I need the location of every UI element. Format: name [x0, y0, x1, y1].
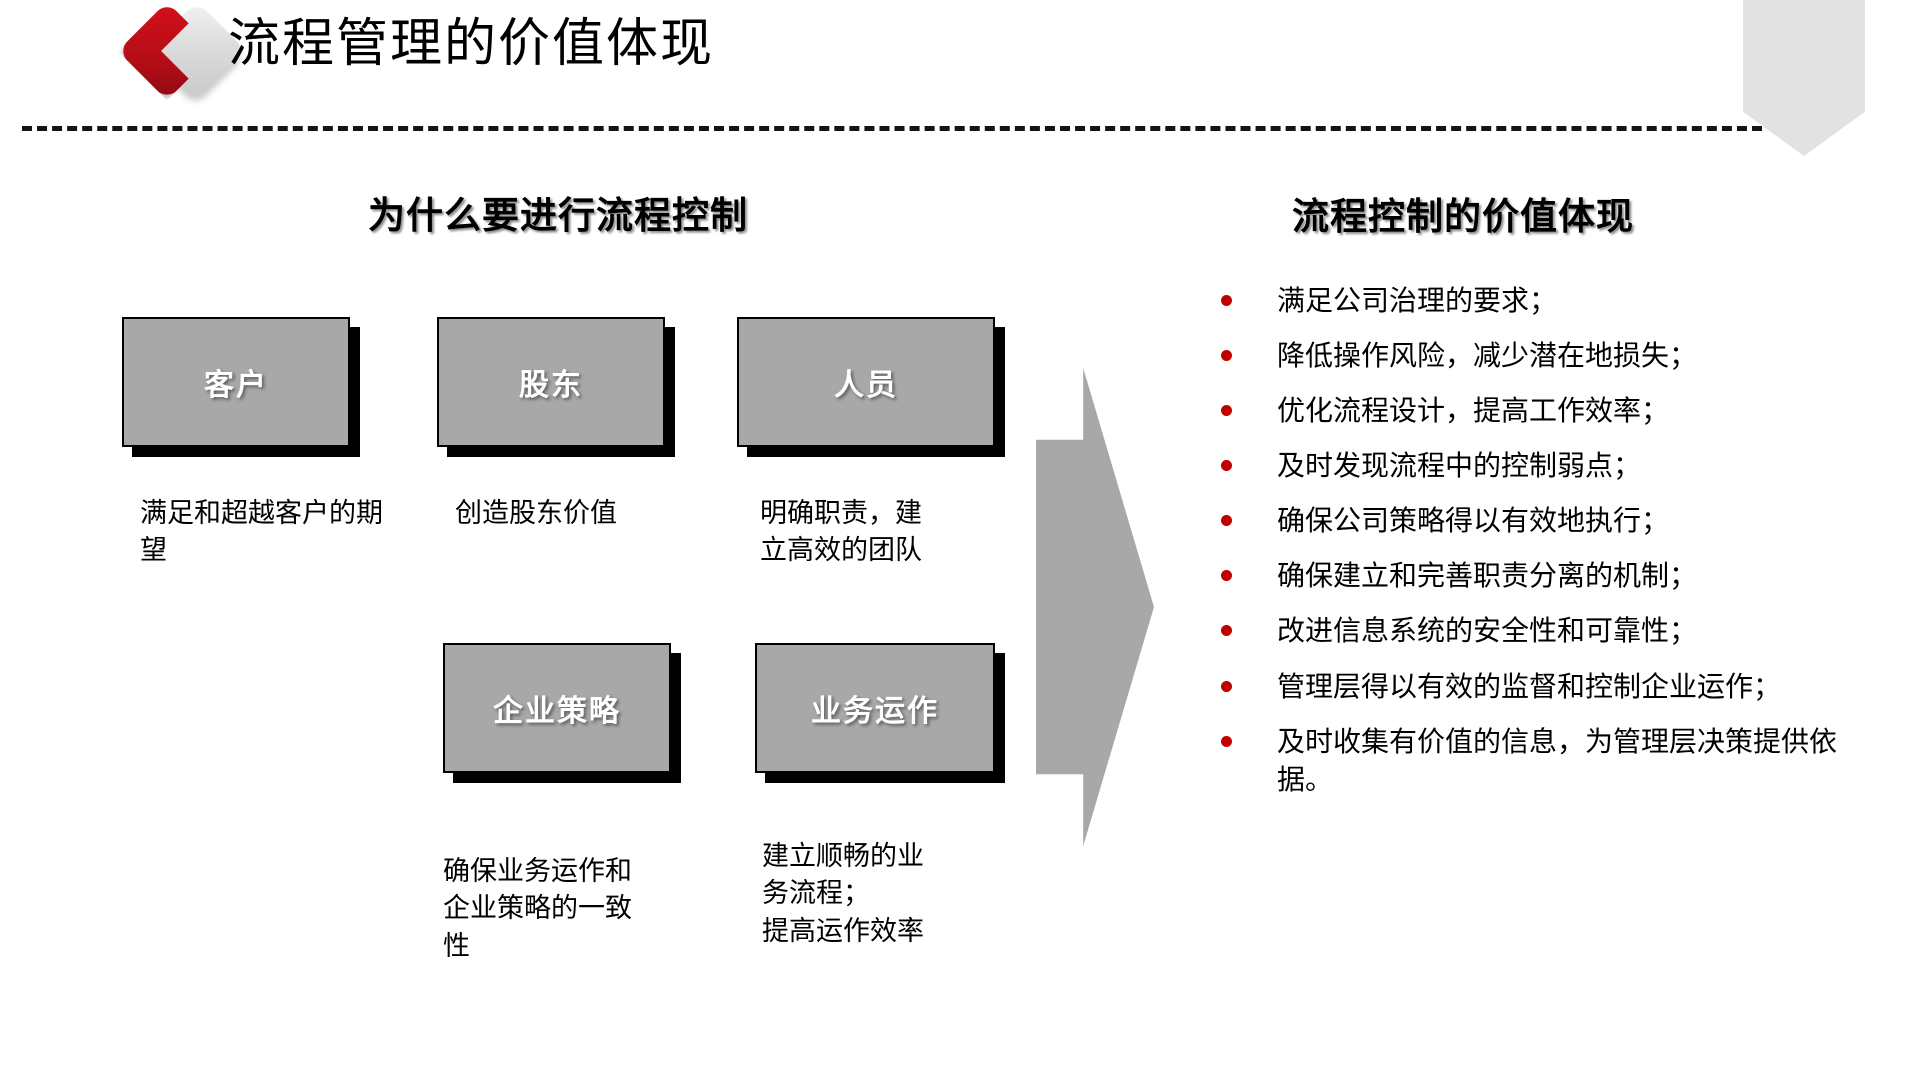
value-list-item: 优化流程设计，提高工作效率；	[1215, 392, 1865, 430]
stakeholder-box-label: 股东	[519, 369, 583, 402]
value-list-item-label: 优化流程设计，提高工作效率；	[1277, 395, 1670, 427]
value-list-item-label: 及时收集有价值的信息，为管理层决策提供依据。	[1277, 725, 1838, 795]
stakeholder-box-strategy: 企业策略	[443, 643, 671, 773]
value-list-item-label: 及时发现流程中的控制弱点；	[1277, 450, 1642, 482]
stakeholder-box-label: 业务运作	[811, 695, 939, 728]
stakeholder-box-label: 客户	[204, 369, 268, 402]
bullet-dot-icon	[1221, 405, 1232, 417]
value-list-item: 确保公司策略得以有效地执行；	[1215, 502, 1865, 540]
bullet-dot-icon	[1221, 735, 1232, 747]
value-list-item-label: 满足公司治理的要求；	[1277, 285, 1558, 316]
value-list-item-label: 确保建立和完善职责分离的机制；	[1277, 560, 1698, 592]
stakeholder-caption-operations: 建立顺畅的业 务流程； 提高运作效率	[762, 841, 924, 946]
stakeholder-box-label: 企业策略	[493, 695, 621, 728]
value-list-item: 及时收集有价值的信息，为管理层决策提供依据。	[1215, 723, 1865, 799]
stakeholder-box-label: 人员	[834, 369, 898, 402]
corner-ribbon-icon	[1743, 0, 1865, 156]
bullet-dot-icon	[1221, 295, 1232, 306]
bullet-dot-icon	[1221, 460, 1232, 472]
bullet-dot-icon	[1221, 680, 1232, 692]
dashed-divider-icon	[22, 126, 1762, 131]
value-list-item: 管理层得以有效的监督和控制企业运作；	[1215, 668, 1865, 706]
stakeholder-caption-customer: 满足和超越客户的期望	[140, 498, 383, 566]
stakeholder-box-people: 人员	[737, 317, 995, 447]
stakeholder-box-shareholder: 股东	[437, 317, 665, 447]
bullet-dot-icon	[1221, 570, 1232, 582]
right-column-heading: 流程控制的价值体现	[1292, 196, 1634, 237]
left-column-heading: 为什么要进行流程控制	[368, 195, 748, 236]
value-list-item: 及时发现流程中的控制弱点；	[1215, 447, 1865, 485]
bullet-dot-icon	[1221, 515, 1232, 527]
value-bullet-list: 满足公司治理的要求； 降低操作风险，减少潜在地损失； 优化流程设计，提高工作效率； 及…	[1215, 282, 1865, 816]
value-list-item: 降低操作风险，减少潜在地损失；	[1215, 337, 1865, 375]
slide-header: 流程管理的价值体现	[0, 0, 1920, 156]
page-title: 流程管理的价值体现	[228, 15, 715, 73]
bullet-dot-icon	[1221, 625, 1232, 637]
stakeholder-caption-people: 明确职责，建 立高效的团队	[760, 498, 922, 566]
value-list-item: 满足公司治理的要求；	[1215, 282, 1865, 320]
value-list-item: 改进信息系统的安全性和可靠性；	[1215, 612, 1865, 650]
stakeholder-box-customer: 客户	[122, 317, 350, 447]
value-list-item-label: 降低操作风险，减少潜在地损失；	[1277, 340, 1698, 372]
value-list-item: 确保建立和完善职责分离的机制；	[1215, 557, 1865, 595]
stakeholder-caption-shareholder: 创造股东价值	[455, 498, 617, 528]
right-arrow-icon	[1036, 368, 1154, 846]
stakeholder-box-operations: 业务运作	[755, 643, 995, 773]
value-list-item-label: 管理层得以有效的监督和控制企业运作；	[1277, 670, 1782, 702]
value-list-item-label: 改进信息系统的安全性和可靠性；	[1277, 615, 1698, 647]
stakeholder-caption-strategy: 确保业务运作和 企业策略的一致 性	[443, 856, 632, 961]
value-list-item-label: 确保公司策略得以有效地执行；	[1277, 505, 1670, 537]
bullet-dot-icon	[1221, 350, 1232, 362]
